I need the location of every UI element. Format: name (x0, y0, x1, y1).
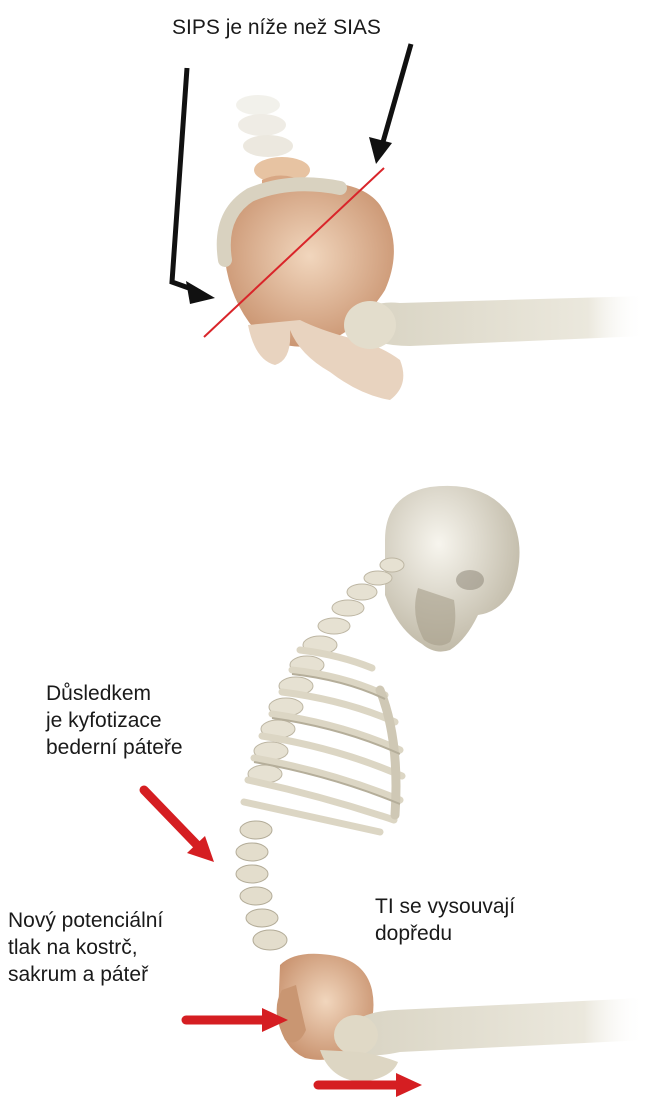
pelvis-tilt-text: SIPS je níže než SIAS (172, 14, 381, 41)
kyphosis-arrow (144, 790, 214, 862)
pelvis-tilt-label: SIPS je níže než SIAS (172, 14, 381, 41)
kyphosis-line-3: bederní páteře (46, 734, 183, 761)
upper-lumbar-spine (236, 95, 293, 157)
ti-line-2: dopředu (375, 920, 515, 947)
upper-femoral-head (344, 301, 396, 349)
lower-ischium (320, 1050, 398, 1082)
sias-arrow (369, 44, 411, 164)
sips-arrow (172, 68, 215, 304)
upper-pelvis-figure (204, 95, 645, 400)
upper-femur (360, 296, 645, 346)
kyphosis-line-1: Důsledkem (46, 680, 183, 707)
ti-label: TI se vysouvají dopředu (375, 893, 515, 947)
kyphosis-line-2: je kyfotizace (46, 707, 183, 734)
lumbar-spine (236, 821, 287, 950)
lower-femur (340, 998, 645, 1056)
ti-line-1: TI se vysouvají (375, 893, 515, 920)
kyphosis-label: Důsledkem je kyfotizace bederní páteře (46, 680, 183, 761)
pressure-line-2: tlak na kostrč, (8, 934, 163, 961)
skull (385, 486, 520, 652)
pressure-line-1: Nový potenciální (8, 907, 163, 934)
lower-femoral-head (334, 1015, 378, 1055)
pressure-line-3: sakrum a páteř (8, 961, 163, 988)
pressure-label: Nový potenciální tlak na kostrč, sakrum … (8, 907, 163, 988)
rib-cage (244, 650, 402, 832)
flexed-skeleton (236, 486, 645, 1082)
pressure-arrow (186, 1008, 288, 1032)
